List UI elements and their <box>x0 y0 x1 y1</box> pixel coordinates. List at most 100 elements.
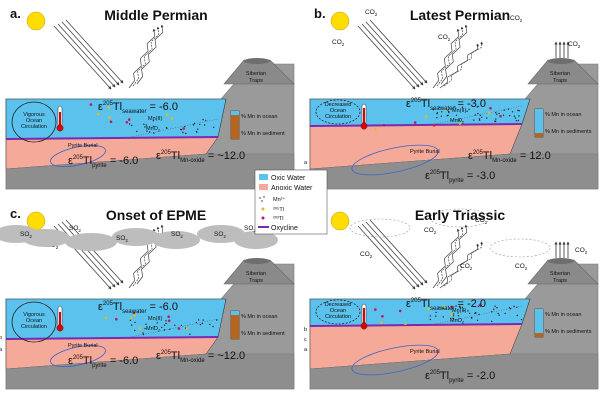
mn-particle <box>496 113 498 116</box>
panel-title: Latest Permian <box>410 7 510 23</box>
mn2-label: Mn(II) <box>452 108 467 114</box>
legend-oxic-label: Oxic Water <box>271 175 306 182</box>
panel-letter: c. <box>10 206 21 221</box>
tl205-particle <box>424 115 428 118</box>
thermometer-bulb <box>360 322 368 330</box>
mn-particle <box>153 132 155 134</box>
co2-label: CO2 <box>360 251 373 259</box>
legend-anoxic-swatch <box>259 184 268 190</box>
panel-1: SiberianTrapsVigorousOceanCirculationMn(… <box>5 6 295 190</box>
mn-particle <box>494 120 497 123</box>
sun-icon <box>26 11 46 31</box>
circulation-arrow <box>315 99 361 125</box>
epsilon-mnoxide: ε205TlMn-oxide = ~12.0 <box>156 150 245 164</box>
reflected-heat-ray <box>128 28 156 89</box>
circulation-label: Ocean <box>330 308 346 314</box>
mn-particle <box>454 106 456 108</box>
mn-particle <box>517 119 520 122</box>
gauge-sed-label: % Mn in sediment <box>241 331 285 337</box>
tl205-particle <box>165 113 169 117</box>
reflected-heat-ray <box>436 26 464 87</box>
mn-particle <box>432 109 435 111</box>
mn-particle <box>502 114 505 116</box>
mn-particle <box>184 125 186 128</box>
thermometer-fill <box>59 112 61 126</box>
panel-title: Middle Permian <box>104 7 207 23</box>
tl205-particle <box>138 327 142 330</box>
epsilon-seawater: ε205Tlseawater = -3.0 <box>406 98 486 112</box>
mn-particle <box>507 108 510 110</box>
panel-2: SiberianTrapsCO2CO2CO2CO2CO2DecreasedOce… <box>304 6 599 190</box>
cloud-puff <box>112 228 160 246</box>
tl205-particle <box>427 307 430 311</box>
epsilon-pyrite: ε205Tlpyrite = -6.0 <box>68 155 138 169</box>
volcano <box>527 259 599 285</box>
thermometer-bulb <box>360 122 368 130</box>
mn-particle <box>152 120 155 122</box>
side-marker: a <box>0 347 3 353</box>
circulation-label: Circulation <box>21 324 47 330</box>
thermometer-bulb <box>56 324 64 332</box>
pyrite-burial-label: Pyrite Burial <box>68 143 98 149</box>
mn-particle <box>463 310 465 312</box>
gauge-sed-label: % Mn in sediments <box>545 129 592 135</box>
mn-particle <box>458 305 461 308</box>
mn-particle <box>459 306 461 309</box>
circulation-arrow <box>11 301 57 343</box>
panel-title: Onset of EPME <box>106 207 206 223</box>
mn-particle <box>455 114 458 117</box>
mn-particle <box>504 312 506 315</box>
gauge-ocean-label: % Mn in ocean <box>241 114 277 120</box>
so2-label: SO2 <box>20 231 32 239</box>
thermometer-fill <box>363 108 365 124</box>
volcano-crater <box>244 258 270 264</box>
mn-particle <box>461 106 464 108</box>
tl203-particle <box>89 103 93 106</box>
tl203-particle <box>381 315 384 318</box>
mn-particle <box>152 125 155 128</box>
cloud-puff <box>234 231 278 249</box>
mn-particle <box>479 114 481 117</box>
gauge-sed-label: % Mn in sediments <box>545 329 592 335</box>
mn-particle <box>161 326 163 329</box>
legend-tl203-label: ²⁰³Tl <box>273 215 283 222</box>
pyrite-burial-label: Pyrite Burial <box>410 349 440 355</box>
siberian-traps-label: Traps <box>249 78 263 84</box>
tl205-particle <box>404 322 407 326</box>
mn-particle <box>131 124 133 127</box>
pyrite-burial-zone <box>50 145 106 167</box>
mn-particle <box>494 305 496 307</box>
tl205-particle <box>458 122 462 125</box>
mn-particle <box>165 320 167 322</box>
epsilon-pyrite: ε205Tlpyrite = -3.0 <box>425 170 495 184</box>
circulation-label: Vigorous <box>23 112 45 118</box>
so2-cloud <box>0 225 278 251</box>
tl205-particle <box>108 116 111 119</box>
tl203-particle <box>413 121 417 124</box>
dashed-cloud <box>349 218 411 238</box>
epsilon-seawater: ε205Tlseawater = -2.0 <box>406 298 486 312</box>
gauge-ocean-label: % Mn in ocean <box>545 112 581 118</box>
mn-particle <box>475 312 477 314</box>
mn-particle <box>192 124 195 126</box>
epsilon-pyrite: ε205Tlpyrite = -6.0 <box>68 355 138 369</box>
mn-particle <box>205 119 207 122</box>
tl203-particle <box>450 305 454 309</box>
reflected-heat-ray <box>432 28 460 89</box>
mn-particle <box>199 323 202 326</box>
sunlight-ray <box>365 21 424 86</box>
mn-particle <box>146 130 148 132</box>
sunlight-ray <box>361 223 420 288</box>
side-marker: b <box>304 327 307 333</box>
mn-particle <box>153 325 155 328</box>
mno2-label: MnO2 <box>450 118 465 125</box>
mn-particle <box>511 111 514 113</box>
so2-label: SO2 <box>171 231 183 239</box>
siberian-traps-label: Siberian <box>246 271 266 277</box>
tl205-particle <box>442 305 446 308</box>
pyrite-burial-zone <box>351 344 439 376</box>
volcano <box>527 59 599 85</box>
mn-particle <box>513 305 515 307</box>
tl203-particle <box>432 123 436 127</box>
mn-particle <box>477 112 479 115</box>
